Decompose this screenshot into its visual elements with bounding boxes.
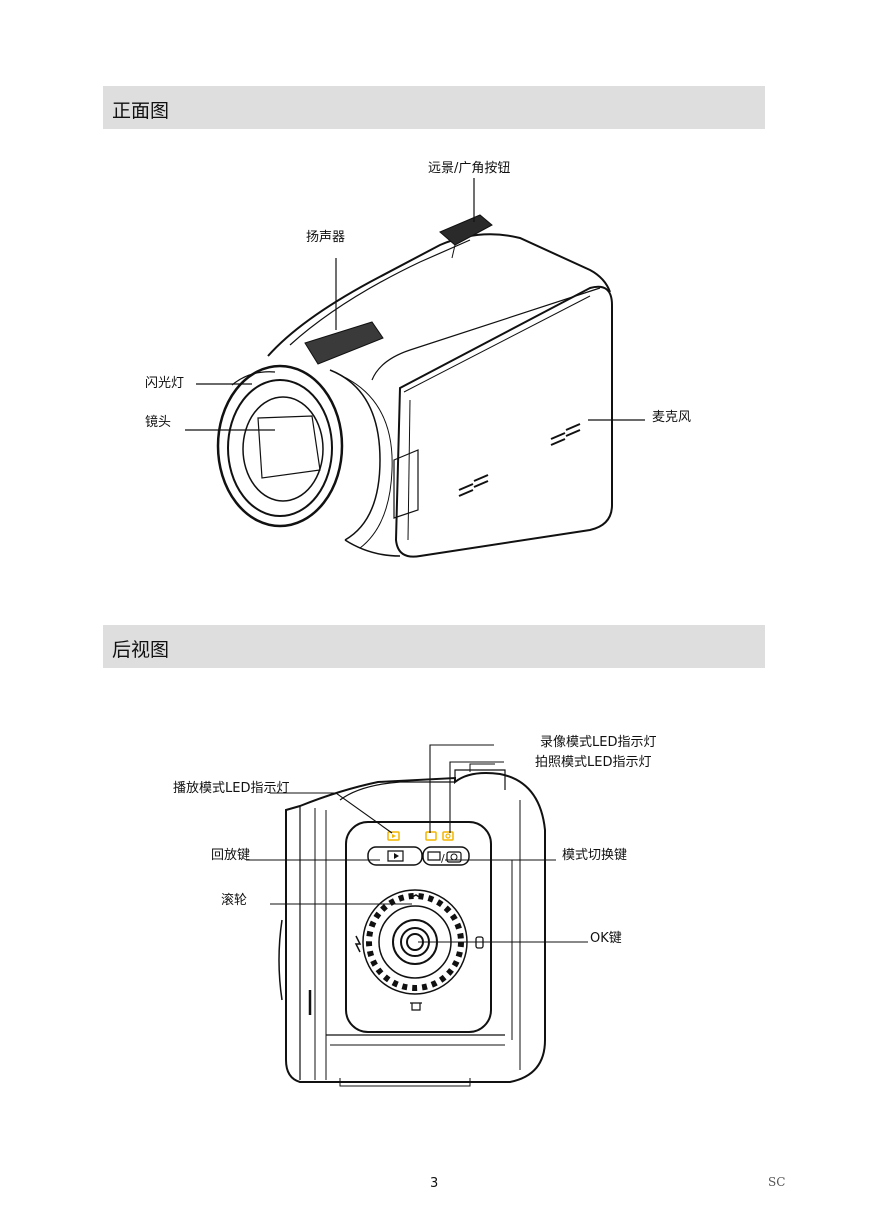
led-indicators [387,831,454,841]
page-number: 3 [430,1176,439,1191]
rear-view-header: 后视图 [103,625,765,668]
mode-key-label: 模式切换键 [562,848,628,863]
microphone-label: 麦克风 [652,410,692,425]
zoom-button-label: 远景/广角按钮 [428,161,511,176]
playback-led-label: 播放模式LED指示灯 [173,781,290,796]
flash-label: 闪光灯 [145,376,185,391]
svg-text:/: / [441,852,445,865]
speaker-label: 扬声器 [306,230,346,245]
record-led-label: 录像模式LED指示灯 [540,735,657,750]
language-code: SC [768,1175,786,1189]
playback-key-label: 回放键 [211,848,251,863]
front-view-header: 正面图 [103,86,765,129]
rear-view-title: 后视图 [112,639,170,661]
photo-led-label: 拍照模式LED指示灯 [535,755,652,770]
ok-key-label: OK键 [590,931,622,946]
lens-label: 镜头 [145,415,172,430]
front-view-title: 正面图 [112,100,170,122]
wheel-label: 滚轮 [221,893,248,908]
